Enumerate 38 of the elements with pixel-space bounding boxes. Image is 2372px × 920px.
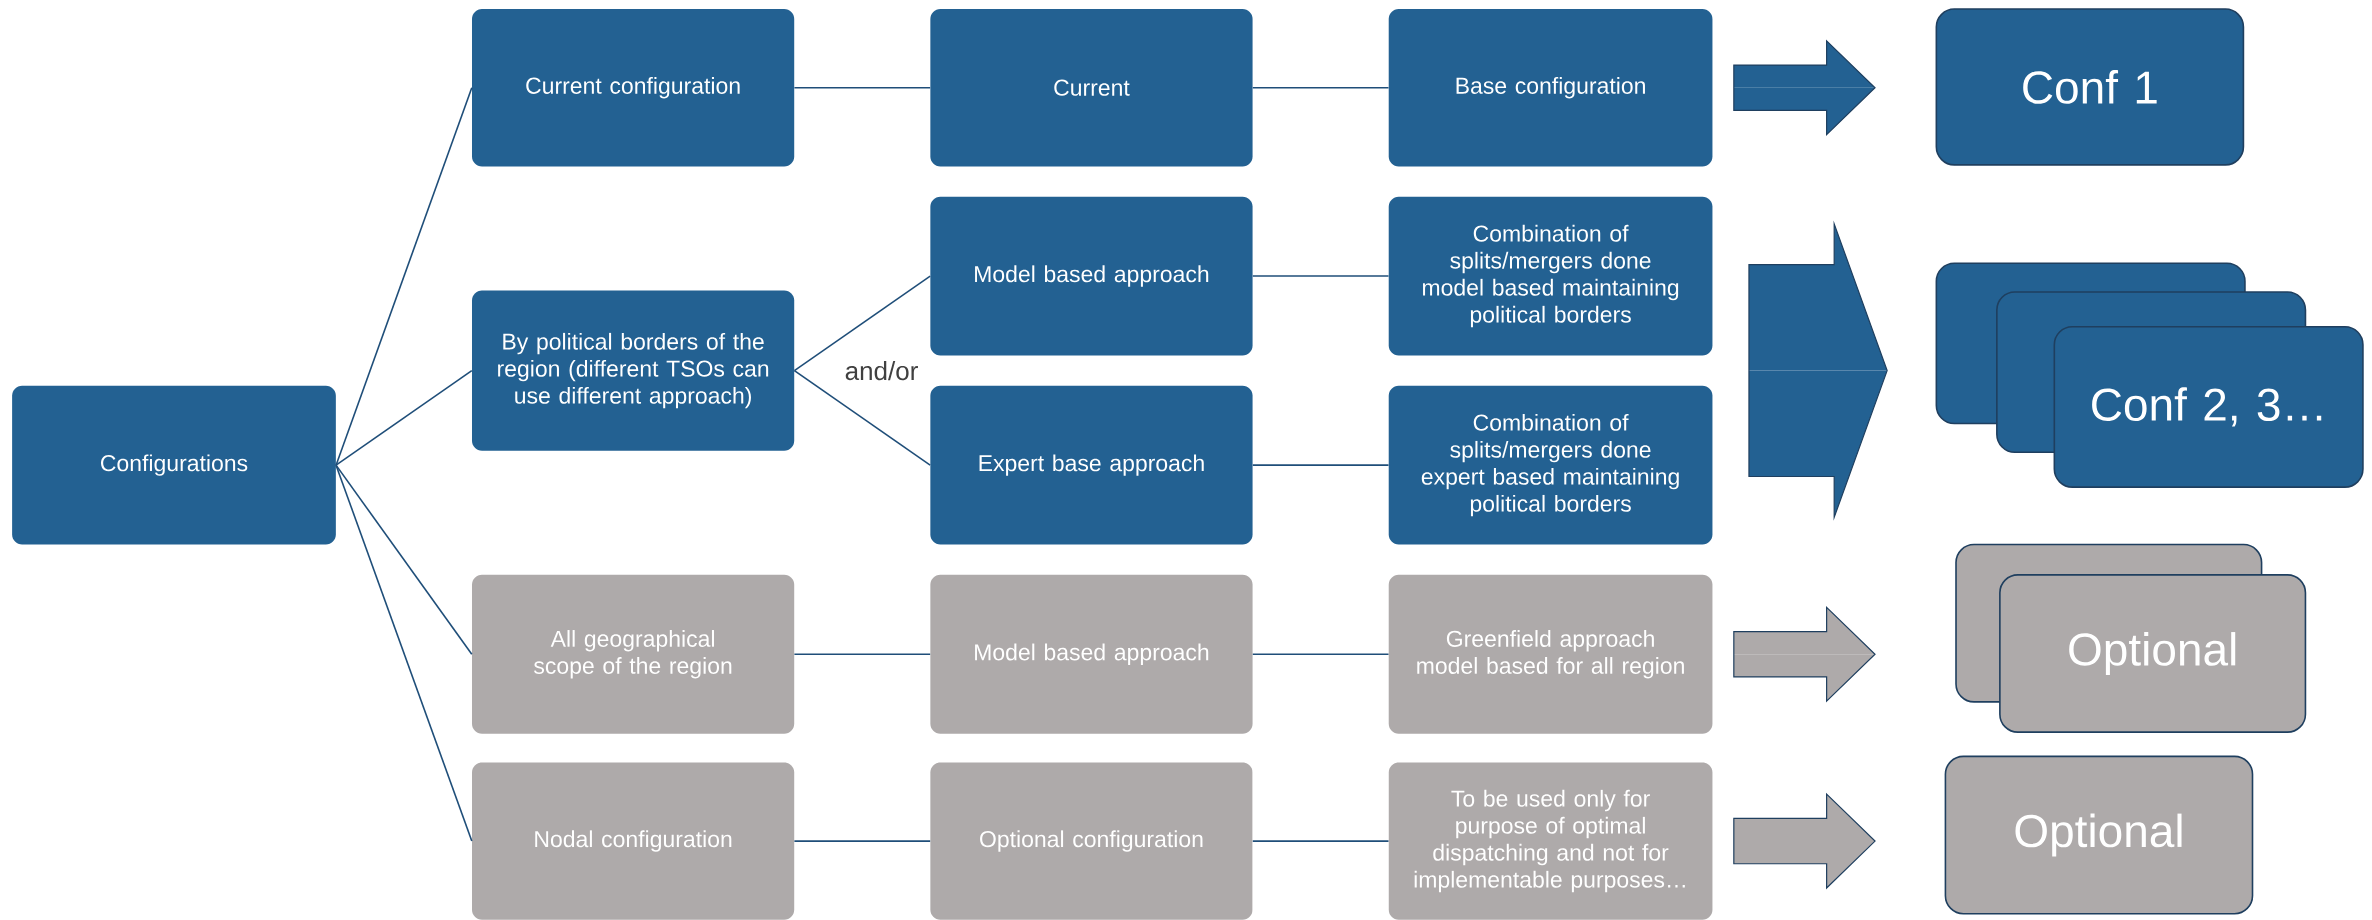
connector-line xyxy=(1252,840,1390,842)
process-box: Greenfield approach model based for all region xyxy=(1388,574,1713,734)
connector-line xyxy=(793,86,931,89)
process-box: To be used only for purpose of optimal dispatching and not for implementable purposes… xyxy=(1388,762,1713,920)
connector-line xyxy=(335,464,473,656)
connector-line xyxy=(793,840,931,842)
block-arrow xyxy=(1748,220,1888,521)
output-box: Optional xyxy=(1944,755,2254,915)
process-box: By political borders of the region (different TSOs can use different approach) xyxy=(472,290,795,451)
process-box: Model based approach xyxy=(930,196,1253,356)
process-box: Model based approach xyxy=(930,574,1253,734)
connector-line xyxy=(1252,86,1390,89)
process-box: Optional configuration xyxy=(930,762,1253,920)
connector-line xyxy=(335,464,473,842)
process-box: Configurations xyxy=(12,385,336,545)
connector-line xyxy=(793,275,931,372)
block-arrow xyxy=(1733,792,1876,890)
process-box: Combination of splits/mergers done expert based maintaining political borders xyxy=(1388,385,1713,545)
connector-line xyxy=(793,653,931,656)
block-arrow xyxy=(1733,39,1876,137)
annotation-text: and/or xyxy=(845,361,918,381)
connector-line xyxy=(793,369,931,466)
process-box: Combination of splits/mergers done model based maintaining political borders xyxy=(1388,196,1713,356)
connector-line xyxy=(1252,464,1390,466)
process-box: Nodal configuration xyxy=(472,762,795,920)
stacked-boxes: Optional xyxy=(1955,543,2307,733)
connector-line xyxy=(1252,653,1390,656)
process-box: Current xyxy=(930,9,1253,167)
process-box: Base configuration xyxy=(1388,9,1713,167)
stacked-boxes: Conf 2, 3… xyxy=(1935,262,2364,488)
connector-line xyxy=(335,86,473,466)
block-arrow xyxy=(1733,605,1876,703)
output-box: Conf 1 xyxy=(1935,8,2245,166)
process-box: Current configuration xyxy=(472,9,795,167)
process-box: Expert base approach xyxy=(930,385,1253,545)
connector-line xyxy=(1252,275,1390,277)
connector-line xyxy=(335,369,473,466)
process-box: All geographical scope of the region xyxy=(472,574,795,734)
